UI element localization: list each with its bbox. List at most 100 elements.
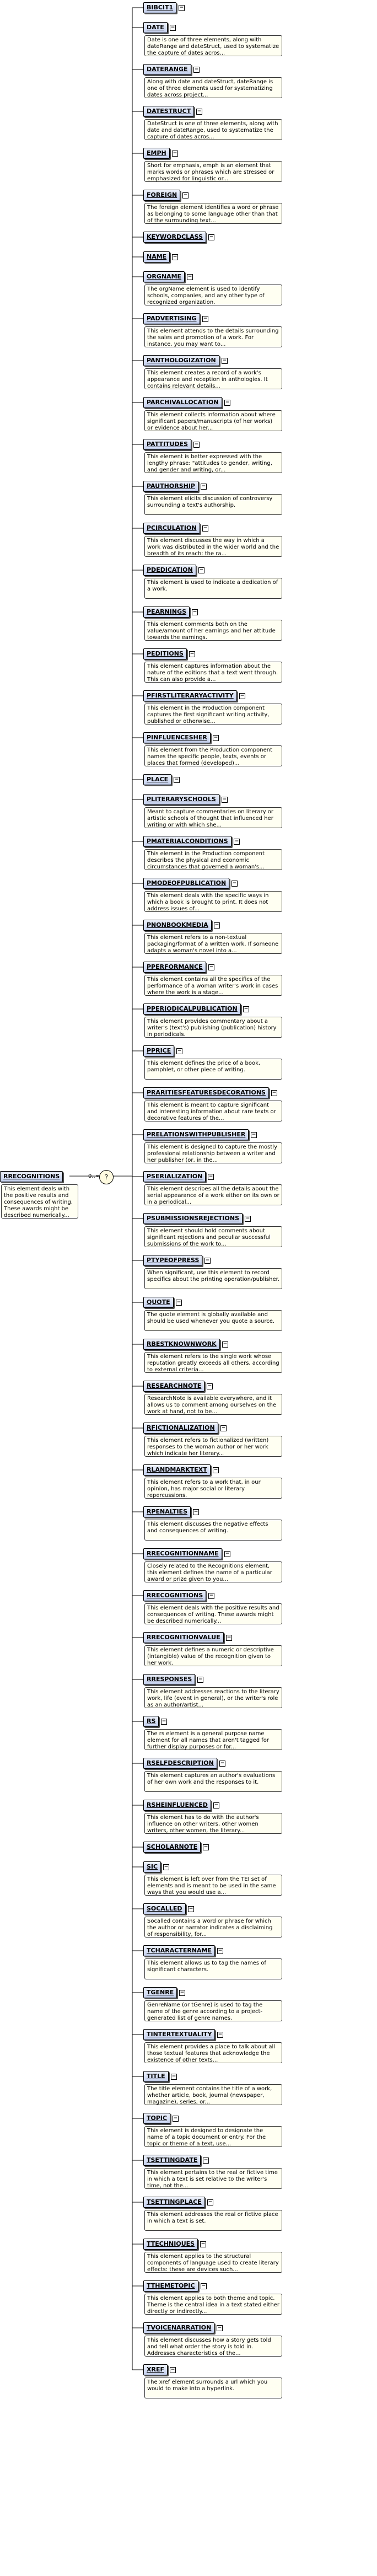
element-node[interactable]: PMATERIALCONDITIONS xyxy=(143,836,231,847)
collapse-icon[interactable]: − xyxy=(231,881,238,887)
element-node[interactable]: PDEDICATION xyxy=(143,565,196,576)
collapse-icon[interactable]: − xyxy=(222,358,228,364)
element-node[interactable]: TINTERTEXTUALITY xyxy=(143,2029,216,2040)
element-node[interactable]: PPERIODICALPUBLICATION xyxy=(143,1003,241,1015)
collapse-icon[interactable]: − xyxy=(219,1761,225,1767)
element-node[interactable]: PADVERTISING xyxy=(143,313,200,324)
element-node[interactable]: RRECOGNITIONNAME xyxy=(143,1548,222,1559)
collapse-icon[interactable]: − xyxy=(217,2325,223,2331)
collapse-icon[interactable]: − xyxy=(224,1551,230,1557)
collapse-icon[interactable]: − xyxy=(201,484,207,490)
collapse-icon[interactable]: − xyxy=(172,254,178,260)
element-node[interactable]: RRECOGNITIONS xyxy=(143,1590,207,1601)
collapse-icon[interactable]: − xyxy=(196,109,202,115)
collapse-icon[interactable]: − xyxy=(197,1677,203,1683)
collapse-icon[interactable]: − xyxy=(193,442,200,448)
element-node[interactable]: PATTITUDES xyxy=(143,439,192,450)
collapse-icon[interactable]: − xyxy=(245,1216,251,1222)
element-node[interactable]: TOPIC xyxy=(143,2113,171,2124)
collapse-icon[interactable]: − xyxy=(173,2116,179,2122)
collapse-icon[interactable]: − xyxy=(203,1844,209,1850)
element-node[interactable]: RBESTKNOWNWORK xyxy=(143,1339,220,1350)
element-node[interactable]: PNONBOOKMEDIA xyxy=(143,920,212,931)
element-node[interactable]: DATE xyxy=(143,22,168,33)
element-node[interactable]: PLITERARYSCHOOLS xyxy=(143,794,219,805)
element-node[interactable]: TSETTINGDATE xyxy=(143,2155,201,2166)
element-node[interactable]: ORGNAME xyxy=(143,271,185,282)
element-node[interactable]: XREF xyxy=(143,2364,168,2375)
element-node[interactable]: NAME xyxy=(143,251,170,262)
collapse-icon[interactable]: − xyxy=(179,1990,185,1996)
element-node[interactable]: QUOTE xyxy=(143,1297,174,1308)
element-node[interactable]: PARCHIVALLOCATION xyxy=(143,397,222,408)
collapse-icon[interactable]: − xyxy=(192,609,198,615)
collapse-icon[interactable]: − xyxy=(179,5,185,11)
collapse-icon[interactable]: − xyxy=(193,1509,199,1515)
collapse-icon[interactable]: − xyxy=(189,651,195,657)
element-node[interactable]: RLANDMARKTEXT xyxy=(143,1464,211,1475)
collapse-icon[interactable]: − xyxy=(161,1719,167,1725)
collapse-icon[interactable]: − xyxy=(204,1258,211,1264)
collapse-icon[interactable]: − xyxy=(171,2074,177,2080)
element-node[interactable]: RESEARCHNOTE xyxy=(143,1381,205,1392)
collapse-icon[interactable]: − xyxy=(176,1300,182,1306)
collapse-icon[interactable]: − xyxy=(208,964,214,970)
element-node[interactable]: PCIRCULATION xyxy=(143,523,200,534)
collapse-icon[interactable]: − xyxy=(176,1048,182,1054)
element-node[interactable]: PLACE xyxy=(143,774,172,785)
collapse-icon[interactable]: − xyxy=(220,1425,227,1431)
element-node[interactable]: EMPH xyxy=(143,148,170,159)
element-node[interactable]: BIBCIT1 xyxy=(143,2,177,13)
collapse-icon[interactable]: − xyxy=(182,192,188,198)
collapse-icon[interactable]: − xyxy=(222,797,228,803)
collapse-icon[interactable]: − xyxy=(208,234,214,240)
element-node[interactable]: TGENRE xyxy=(143,1987,177,1998)
element-node[interactable]: RRECOGNITIONVALUE xyxy=(143,1632,224,1643)
choice-compositor-icon[interactable]: ? xyxy=(99,1170,114,1184)
collapse-icon[interactable]: − xyxy=(207,1383,213,1389)
collapse-icon[interactable]: − xyxy=(172,151,178,157)
element-node[interactable]: PEDITIONS xyxy=(143,648,187,659)
element-node[interactable]: TSETTINGPLACE xyxy=(143,2197,205,2208)
collapse-icon[interactable]: − xyxy=(243,1006,249,1012)
element-node[interactable]: RSHEINFLUENCED xyxy=(143,1800,211,1811)
element-node[interactable]: PANTHOLOGIZATION xyxy=(143,355,219,366)
collapse-icon[interactable]: − xyxy=(174,777,180,783)
collapse-icon[interactable]: − xyxy=(213,1467,219,1473)
collapse-icon[interactable]: − xyxy=(170,2367,176,2373)
collapse-icon[interactable]: − xyxy=(198,567,204,573)
collapse-icon[interactable]: − xyxy=(188,1906,194,1912)
collapse-icon[interactable]: − xyxy=(222,1341,228,1348)
element-node[interactable]: PRELATIONSWITHPUBLISHER xyxy=(143,1129,249,1140)
collapse-icon[interactable]: − xyxy=(226,1635,232,1641)
element-node[interactable]: RSELFDESCRIPTION xyxy=(143,1758,217,1769)
element-node[interactable]: SIC xyxy=(143,1861,161,1872)
collapse-icon[interactable]: − xyxy=(202,525,208,532)
element-node[interactable]: PAUTHORSHIP xyxy=(143,481,198,492)
element-node[interactable]: SOCALLED xyxy=(143,1903,186,1914)
collapse-icon[interactable]: − xyxy=(217,2032,223,2038)
element-node[interactable]: DATERANGE xyxy=(143,64,191,75)
collapse-icon[interactable]: − xyxy=(163,1864,169,1870)
root-element[interactable]: RRECOGNITIONS xyxy=(0,1171,63,1182)
collapse-icon[interactable]: − xyxy=(251,1132,257,1138)
element-node[interactable]: PPERFORMANCE xyxy=(143,962,206,973)
collapse-icon[interactable]: − xyxy=(214,922,220,929)
element-node[interactable]: PFIRSTLITERARYACTIVITY xyxy=(143,690,237,701)
element-node[interactable]: TTECHNIQUES xyxy=(143,2239,198,2250)
collapse-icon[interactable]: − xyxy=(213,735,219,741)
element-node[interactable]: RS xyxy=(143,1716,159,1727)
collapse-icon[interactable]: − xyxy=(207,2199,213,2205)
element-node[interactable]: TVOICENARRATION xyxy=(143,2322,215,2333)
element-node[interactable]: PRARITIESFEATURESDECORATIONS xyxy=(143,1087,269,1098)
collapse-icon[interactable]: − xyxy=(170,25,176,31)
element-node[interactable]: KEYWORDCLASS xyxy=(143,232,207,243)
element-node[interactable]: PEARNINGS xyxy=(143,607,190,618)
collapse-icon[interactable]: − xyxy=(217,1948,223,1954)
element-node[interactable]: TCHARACTERNAME xyxy=(143,1945,216,1956)
collapse-icon[interactable]: − xyxy=(187,274,193,280)
collapse-icon[interactable]: − xyxy=(202,316,208,322)
element-node[interactable]: FOREIGN xyxy=(143,190,181,201)
element-node[interactable]: PMODEOFPUBLICATION xyxy=(143,878,230,889)
element-node[interactable]: TTHEMETOPIC xyxy=(143,2280,198,2291)
